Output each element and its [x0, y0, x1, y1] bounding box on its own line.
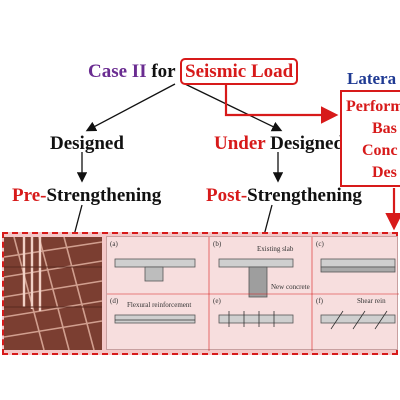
lateral-heading: Latera	[347, 69, 397, 88]
for-label: for	[151, 61, 176, 82]
side-line-1: Perform	[346, 98, 400, 115]
arrow-load-to-lateral	[224, 82, 339, 124]
strengthening-technique-panels: (a) (b) (c) (d) (e) (f) Existing slab Ne…	[106, 236, 399, 351]
pre-strengthening-word: Strengthening	[46, 185, 162, 206]
post-strengthening-label: Post-Strengthening	[206, 186, 362, 205]
panel-d-tag: (d)	[110, 297, 119, 305]
flexural-note: Flexural reinforcement	[127, 301, 192, 309]
arrow-to-designed	[85, 83, 176, 132]
new-concrete-note: New concrete	[271, 283, 310, 291]
under-designed-word: Designed	[270, 133, 345, 154]
pre-strengthening-label: Pre-Strengthening	[12, 186, 161, 205]
panel-e-tag: (e)	[213, 297, 221, 305]
panel-drawings	[107, 237, 399, 351]
rebar-cage-photo	[4, 237, 102, 350]
shear-note: Shear rein	[357, 297, 386, 305]
panel-a-tag: (a)	[110, 240, 118, 248]
post-prefix: Post-	[206, 185, 248, 206]
arrow-to-under-designed	[184, 83, 283, 132]
case-label: Case II	[88, 61, 147, 82]
pre-prefix: Pre-	[12, 185, 47, 206]
panel-f-tag: (f)	[316, 297, 323, 305]
post-strengthening-word: Strengthening	[247, 185, 362, 206]
side-line-2: Bas	[372, 120, 397, 137]
designed-label: Designed	[50, 133, 124, 154]
side-line-3: Conc	[362, 142, 398, 159]
lateral-design-box: Perform Bas Conc Des	[340, 90, 400, 187]
panel-c-tag: (c)	[316, 240, 324, 248]
panel-b-tag: (b)	[213, 240, 222, 248]
under-designed-label: Under Designed	[214, 134, 344, 153]
seismic-load-box: Seismic Load	[180, 58, 299, 85]
under-word: Under	[214, 133, 266, 154]
case-title: Case II for Seismic Load	[88, 58, 299, 85]
rebar-cage-illustration	[4, 237, 102, 350]
side-line-4: Des	[372, 164, 397, 181]
existing-slab-note: Existing slab	[257, 245, 294, 253]
